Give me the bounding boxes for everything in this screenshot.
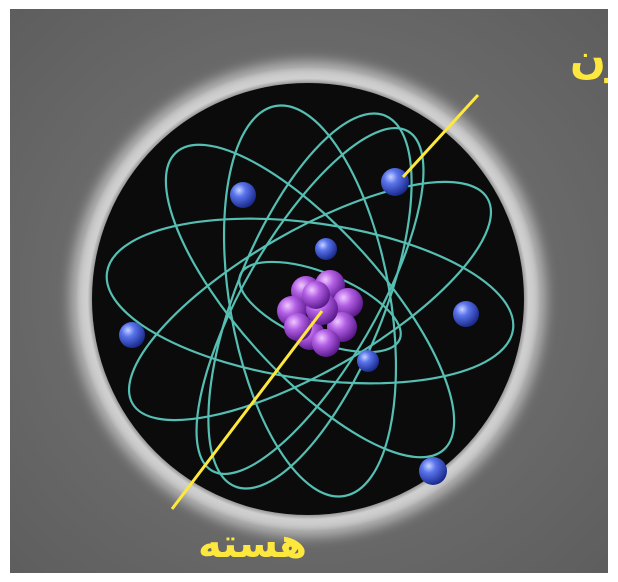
electron-pointer [401,93,480,179]
electron [119,322,145,348]
nucleus-label: هسته [198,521,307,567]
orbit-1 [105,217,515,385]
electron [230,182,256,208]
atom-diagram: الکترون هسته [10,9,608,573]
electrons [119,168,479,485]
orbit-3 [164,143,456,459]
orbit-4 [222,104,398,498]
electron [315,238,337,260]
electron [357,350,379,372]
atom-illustration: الکترون هسته [10,9,608,573]
nucleus-pointer [170,310,324,510]
electron-label: الکترون [570,34,608,84]
orbits [105,104,515,498]
electron [453,301,479,327]
electron [381,168,409,196]
orbit-6 [195,126,425,476]
electron [419,457,447,485]
orbit-2 [127,180,493,422]
